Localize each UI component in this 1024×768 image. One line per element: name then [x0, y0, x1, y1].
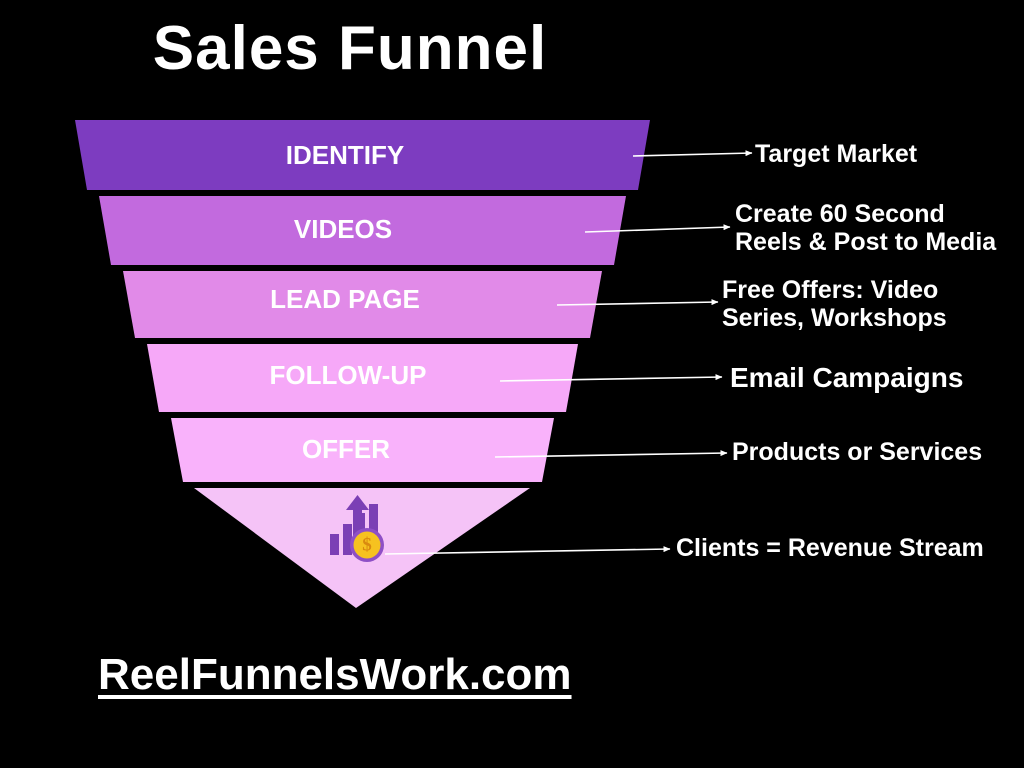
annotation-videos-line-1: Create 60 Second [735, 200, 945, 228]
annotation-lead-page: Free Offers: Video Series, Workshops [722, 276, 947, 332]
funnel-band-4[interactable] [147, 344, 578, 412]
page-title: Sales Funnel [152, 14, 548, 83]
growth-chart-dollar-icon: $ [330, 495, 384, 562]
funnel-band-3[interactable] [123, 271, 602, 338]
funnel-band-2-label: VIDEOS [294, 214, 392, 244]
footer-website-link[interactable]: ReelFunnelsWork.com [98, 650, 572, 699]
annotation-follow-up: Email Campaigns [730, 362, 963, 393]
annotation-clients: Clients = Revenue Stream [676, 534, 984, 562]
leader-line-5 [494, 450, 728, 458]
funnel-band-3-label: LEAD PAGE [270, 284, 420, 314]
annotation-follow-up-line-1: Email Campaigns [730, 362, 964, 393]
annotation-lead-page-line-1: Free Offers: Video [722, 276, 939, 304]
annotation-offer: Products or Services [732, 438, 982, 466]
annotation-offer-line-1: Products or Services [732, 438, 983, 466]
funnel-band-5-label: OFFER [302, 434, 390, 464]
annotation-videos-line-2: Reels & Post to Media [735, 228, 997, 256]
leader-line-4 [499, 374, 723, 382]
annotation-identify-line-1: Target Market [755, 140, 918, 168]
annotation-lead-page-line-2: Series, Workshops [722, 304, 947, 332]
annotation-videos: Create 60 Second Reels & Post to Media [735, 200, 996, 256]
leader-lines [384, 150, 753, 555]
annotation-identify: Target Market [755, 140, 917, 168]
funnel-band-4-label: FOLLOW-UP [270, 360, 427, 390]
svg-text:$: $ [362, 534, 372, 555]
leader-line-1 [632, 150, 753, 157]
leader-line-2 [584, 224, 731, 233]
annotation-clients-line-1: Clients = Revenue Stream [676, 534, 984, 562]
funnel-band-5[interactable] [171, 418, 554, 482]
leader-line-6 [384, 546, 671, 555]
leader-line-3 [556, 299, 719, 306]
funnel-band-1[interactable] [75, 120, 650, 190]
funnel-band-2[interactable] [99, 196, 626, 265]
funnel-band-1-label: IDENTIFY [286, 140, 404, 170]
